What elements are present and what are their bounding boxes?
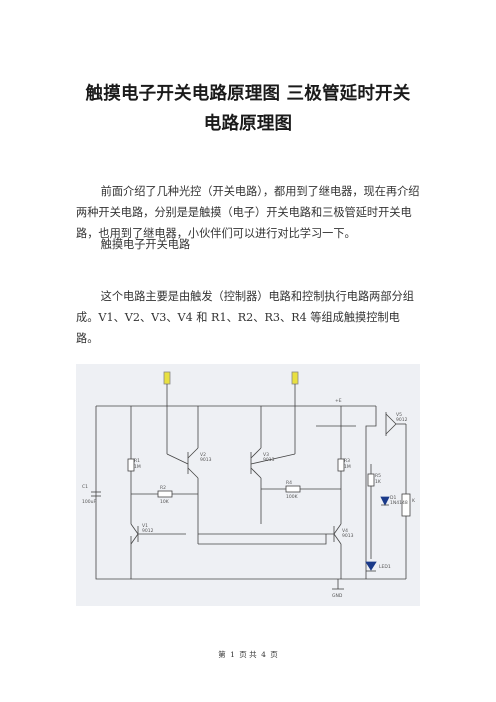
- footer-page-number: 1: [230, 650, 235, 659]
- footer-prefix: 第: [218, 650, 226, 659]
- d1-label: D1: [390, 495, 396, 501]
- r1-label: R1: [134, 458, 140, 464]
- v2-label: V2: [200, 452, 206, 458]
- r1-value: 1M: [134, 464, 141, 470]
- v5-type: 9012: [396, 417, 408, 423]
- footer-middle: 页 共: [239, 650, 257, 659]
- r4-label: R4: [286, 480, 292, 486]
- v3-label: V3: [263, 452, 269, 458]
- v5-label: V5: [396, 412, 402, 418]
- footer-total-pages: 4: [261, 650, 266, 659]
- v4-type: 9013: [342, 533, 354, 539]
- d1-value: 1N4148: [390, 500, 408, 506]
- intro-paragraph: 前面介绍了几种光控（开关电路），都用到了继电器，现在再介绍两种开关电路，分别是是…: [76, 185, 420, 240]
- description-paragraph: 这个电路主要是由触发（控制器）电路和控制执行电路两部分组成。V1、V2、V3、V…: [76, 290, 414, 345]
- r2-value: 10K: [160, 499, 170, 505]
- led-label: LED1: [379, 564, 391, 570]
- section-heading: 触摸电子开关电路: [100, 238, 191, 251]
- circuit-schematic: +E GND R1 1M R2 10K R3 1M R4 100K R5 1K …: [82, 371, 416, 599]
- r3-label: R3: [344, 458, 350, 464]
- v2-type: 9013: [200, 457, 212, 463]
- r3-value: 1M: [344, 464, 351, 470]
- r2-label: R2: [160, 485, 166, 491]
- r4-value: 100K: [286, 494, 299, 500]
- supply-label: +E: [335, 398, 342, 404]
- circuit-diagram: +E GND R1 1M R2 10K R3 1M R4 100K R5 1K …: [76, 364, 420, 606]
- document-title-line1: 触摸电子开关电路原理图 三极管延时开关: [85, 84, 411, 104]
- ground-label: GND: [332, 593, 343, 599]
- footer-suffix: 页: [270, 650, 278, 659]
- v3-type: 9013: [263, 457, 275, 463]
- document-title-line2: 电路原理图: [203, 114, 293, 134]
- c1-label: C1: [82, 484, 88, 490]
- page-footer: 第 1 页 共 4 页: [0, 649, 496, 660]
- v1-type: 9012: [142, 528, 154, 534]
- relay-label: K: [412, 498, 416, 504]
- v1-label: V1: [142, 523, 148, 529]
- r5-value: 1K: [375, 479, 382, 485]
- c1-value: 100uF: [82, 499, 96, 505]
- r5-label: R5: [375, 473, 381, 479]
- v4-label: V4: [342, 528, 348, 534]
